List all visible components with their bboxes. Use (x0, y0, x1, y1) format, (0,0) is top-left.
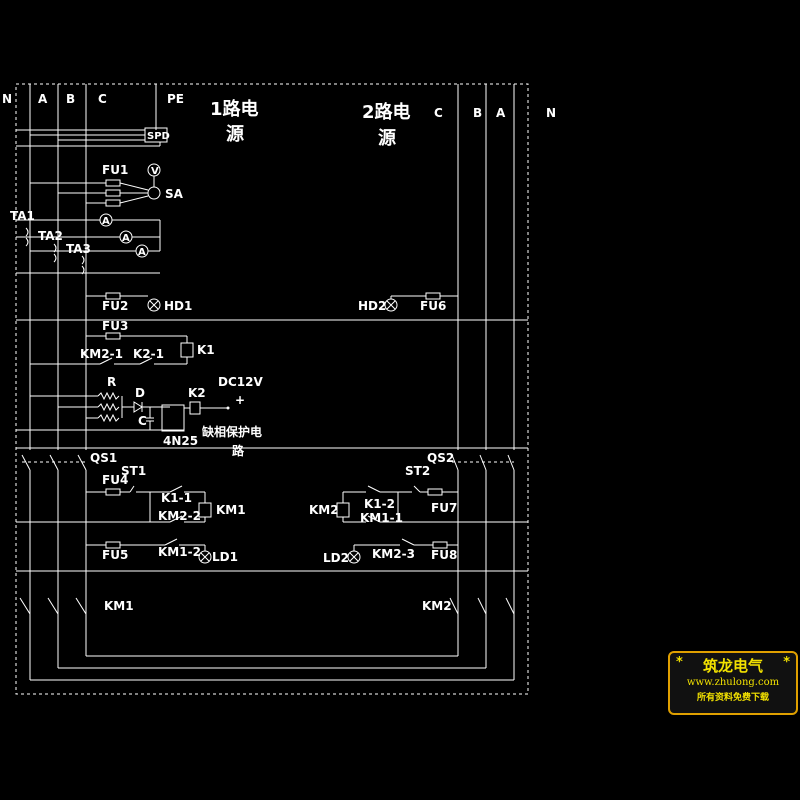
zhulong-logo: * * 筑龙电气 www.zhulong.com 所有资料免费下载 (668, 651, 798, 715)
c-label: C (138, 414, 147, 428)
k1-relay-circuit (30, 332, 194, 365)
ta3-label: TA3 (66, 242, 91, 256)
ld1-circuit (16, 538, 528, 572)
km1-1-label: KM1-1 (360, 511, 403, 525)
bus-n-right: N (546, 106, 556, 120)
output-loops (30, 655, 514, 681)
plus-label: + (235, 393, 245, 407)
d-label: D (135, 386, 145, 400)
dc12v-label: DC12V (218, 375, 263, 389)
km2-2-label: KM2-2 (158, 509, 201, 523)
right-buses (457, 84, 515, 450)
fu4-label: FU4 (102, 473, 128, 487)
spd-label: SPD (147, 131, 170, 142)
source1-title-line2: 源 (226, 123, 244, 145)
k1-1-label: K1-1 (161, 491, 192, 505)
st1-label: ST1 (121, 464, 146, 478)
phase-loss-title-2: 路 (232, 443, 245, 458)
bus-b-right: B (473, 106, 482, 120)
bus-a-right: A (496, 106, 506, 120)
left-buses (29, 84, 157, 450)
hd2-label: HD2 (358, 299, 386, 313)
r-label: R (107, 375, 116, 389)
fu1-voltmeter-circuit (30, 163, 161, 207)
ammeter-circuit (16, 213, 161, 275)
qs1-switch (16, 447, 528, 680)
bus-b-left: B (66, 92, 75, 106)
k1-2-label: K1-2 (364, 497, 395, 511)
km2-1-label: KM2-1 (80, 347, 123, 361)
ammeter-a-label-2: A (122, 233, 130, 244)
st2-label: ST2 (405, 464, 430, 478)
phase-loss-circuit (16, 391, 230, 432)
km1-control-circuit (16, 485, 212, 523)
source2-title-line1: 2路电 (362, 101, 411, 123)
bus-c-right: C (434, 106, 443, 120)
ta1-label: TA1 (10, 209, 35, 223)
km1-main-label: KM1 (104, 599, 134, 613)
fu5-label: FU5 (102, 548, 128, 562)
logo-url: www.zhulong.com (686, 677, 780, 688)
fu7-label: FU7 (431, 501, 457, 515)
ta2-label: TA2 (38, 229, 63, 243)
qs1-label: QS1 (90, 451, 117, 465)
star-icon: * (783, 655, 790, 670)
opto-label: 4N25 (163, 434, 198, 448)
bus-pe: PE (167, 92, 184, 106)
fu6-label: FU6 (420, 299, 446, 313)
ld2-circuit (347, 538, 458, 564)
hd1-circuit (16, 292, 528, 321)
voltmeter-label: V (151, 166, 159, 177)
k2-1-label: K2-1 (133, 347, 164, 361)
ammeter-a-label-3: A (138, 247, 146, 258)
fu8-label: FU8 (431, 548, 457, 562)
k1-label: K1 (197, 343, 215, 357)
km2-3-label: KM2-3 (372, 547, 415, 561)
ld2-label: LD2 (323, 551, 349, 565)
km1-main-contacts (19, 597, 87, 615)
km2-coil-label: KM2 (309, 503, 339, 517)
km2-control-circuit (336, 485, 528, 523)
fu2-label: FU2 (102, 299, 128, 313)
logo-slogan: 所有资料免费下载 (696, 693, 769, 703)
qs2-switch (451, 454, 515, 680)
bus-c-left: C (98, 92, 107, 106)
sa-label: SA (165, 187, 184, 201)
hd2-circuit (384, 292, 458, 312)
bus-a-left: A (38, 92, 48, 106)
km1-2-label: KM1-2 (158, 545, 201, 559)
qs2-label: QS2 (427, 451, 454, 465)
k2-label: K2 (188, 386, 206, 400)
phase-loss-title-1: 缺相保护电 (202, 424, 262, 439)
km1-coil-label: KM1 (216, 503, 246, 517)
fu1-label: FU1 (102, 163, 128, 177)
km2-main-label: KM2 (422, 599, 452, 613)
source2-title-line2: 源 (378, 127, 396, 149)
fu3-label: FU3 (102, 319, 128, 333)
hd1-label: HD1 (164, 299, 192, 313)
ld1-label: LD1 (212, 550, 238, 564)
bus-n-left: N (2, 92, 12, 106)
spd-wiring (16, 129, 161, 147)
ammeter-a-label-1: A (102, 216, 110, 227)
km2-main-contacts (449, 597, 515, 615)
logo-title: 筑龙电气 (702, 657, 763, 675)
panel-enclosure (15, 83, 529, 695)
source1-title-line1: 1路电 (210, 98, 259, 120)
star-icon: * (676, 655, 683, 670)
